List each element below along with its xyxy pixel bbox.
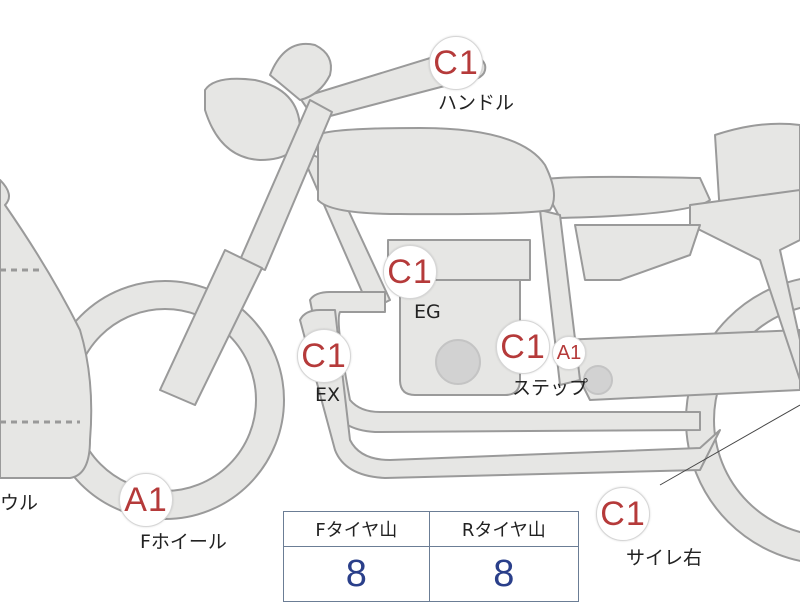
tail-frame <box>689 189 800 381</box>
label-eg: EG <box>414 301 441 323</box>
grade-badge-eg[interactable]: C1 <box>383 245 437 299</box>
grade-badge-step-small[interactable]: A1 <box>552 336 586 370</box>
grade-badge-fwheel[interactable]: A1 <box>119 473 173 527</box>
siren-leader-line <box>659 404 800 486</box>
value-front-tire[interactable]: 8 <box>283 546 430 602</box>
label-cowl: ウル <box>0 492 39 514</box>
headlight-mount <box>269 42 332 101</box>
label-siren: サイレ右 <box>626 547 703 569</box>
label-handle: ハンドル <box>438 92 515 114</box>
grade-badge-step[interactable]: C1 <box>496 320 550 374</box>
value-rear-tire[interactable]: 8 <box>428 546 580 602</box>
engine-lower <box>399 279 521 396</box>
header-front-tire: Fタイヤ山 <box>283 511 430 547</box>
front-cowl <box>0 179 93 479</box>
exhaust-lower <box>299 309 721 479</box>
fork-lower <box>159 249 263 406</box>
footpeg <box>583 365 613 395</box>
grade-badge-ex[interactable]: C1 <box>297 329 351 383</box>
grade-badge-handle[interactable]: C1 <box>429 36 483 90</box>
engine-cover <box>435 339 481 385</box>
seat <box>539 175 711 219</box>
side-cover <box>574 224 701 281</box>
label-fwheel: Fホイール <box>140 531 227 553</box>
label-step: ステップ <box>512 377 589 399</box>
headlight <box>204 77 301 161</box>
header-rear-tire: Rタイヤ山 <box>428 511 580 547</box>
fuel-tank <box>317 127 555 216</box>
label-ex: EX <box>315 384 341 406</box>
tire-tread-table: Fタイヤ山 Rタイヤ山 8 8 <box>283 511 580 602</box>
grade-badge-siren[interactable]: C1 <box>596 487 650 541</box>
